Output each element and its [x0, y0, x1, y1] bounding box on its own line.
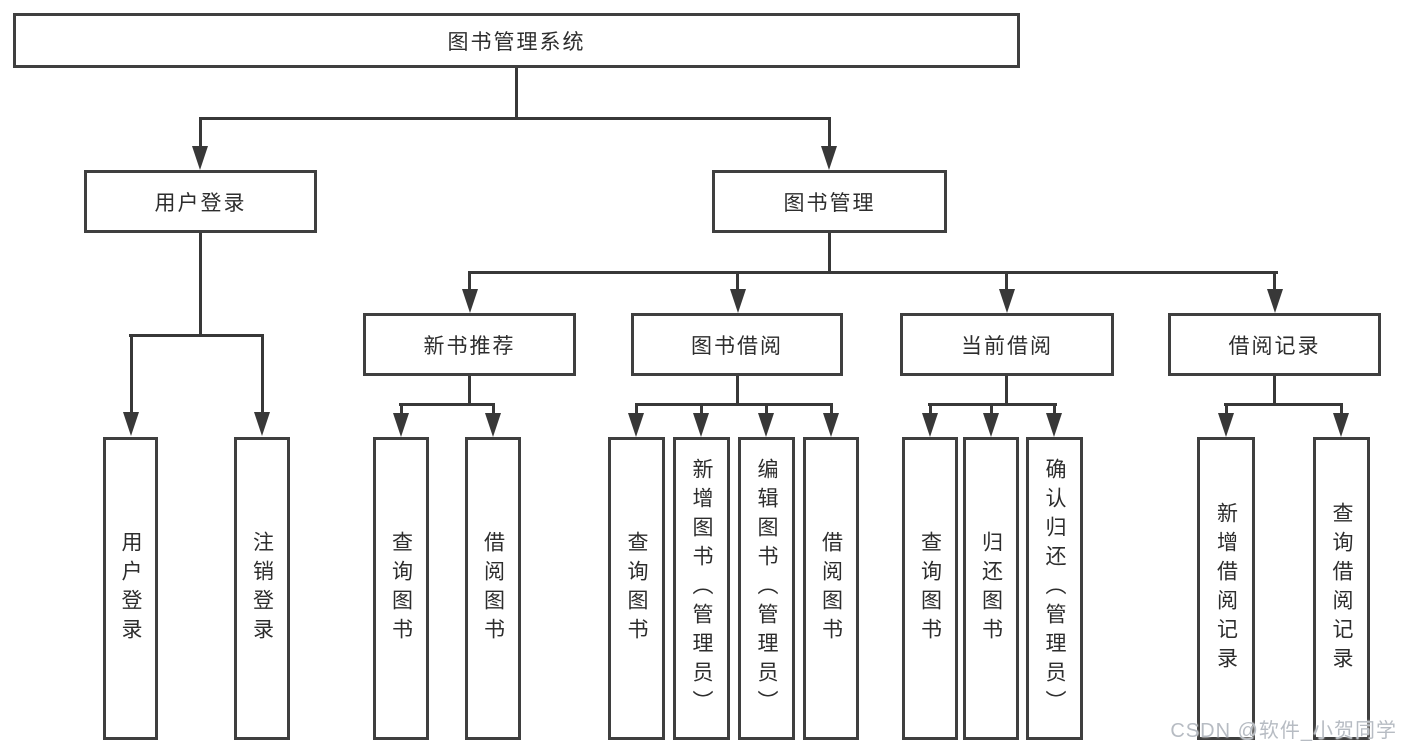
watermark-text: CSDN @软件_小贺同学	[1170, 720, 1397, 742]
connector-line	[1273, 271, 1276, 291]
leaf-query-books-current: 查询图书	[902, 437, 958, 740]
arrow-down-icon	[730, 289, 746, 313]
leaf-label: 确认归还（管理员）	[1043, 458, 1066, 719]
arrow-down-icon	[1267, 289, 1283, 313]
connector-line	[765, 403, 768, 415]
arrow-down-icon	[628, 413, 644, 437]
leaf-add-borrow-record: 新增借阅记录	[1197, 437, 1255, 740]
node-user-login: 用户登录	[84, 170, 317, 233]
connector-line	[1005, 376, 1008, 405]
node-new-book-recommend: 新书推荐	[363, 313, 576, 376]
connector-line	[399, 403, 495, 406]
node-borrow-records: 借阅记录	[1168, 313, 1381, 376]
leaf-query-borrow-record: 查询借阅记录	[1313, 437, 1370, 740]
connector-line	[830, 403, 833, 415]
node-current-borrowing: 当前借阅	[900, 313, 1114, 376]
connector-line	[700, 403, 703, 415]
connector-line	[261, 334, 264, 414]
connector-line	[199, 233, 202, 336]
node-library-management-system: 图书管理系统	[13, 13, 1020, 68]
leaf-label: 借阅图书	[819, 530, 843, 647]
leaf-label: 编辑图书（管理员）	[755, 458, 778, 719]
node-label: 用户登录	[154, 191, 247, 215]
connector-line	[1273, 376, 1276, 405]
leaf-return-books: 归还图书	[963, 437, 1019, 740]
arrow-down-icon	[693, 413, 709, 437]
leaf-query-books-borrow: 查询图书	[608, 437, 665, 740]
leaf-borrow-books-recommend: 借阅图书	[465, 437, 521, 740]
arrow-down-icon	[254, 412, 270, 436]
leaf-borrow-books: 借阅图书	[803, 437, 859, 740]
leaf-logout: 注销登录	[234, 437, 290, 740]
connector-line	[1005, 271, 1008, 291]
connector-line	[736, 271, 739, 291]
connector-line	[492, 403, 495, 415]
arrow-down-icon	[983, 413, 999, 437]
node-label: 图书管理系统	[447, 30, 586, 54]
arrow-down-icon	[922, 413, 938, 437]
connector-line	[199, 117, 831, 120]
node-book-borrowing: 图书借阅	[631, 313, 843, 376]
arrow-down-icon	[1333, 413, 1349, 437]
arrow-down-icon	[192, 146, 208, 170]
arrow-down-icon	[823, 413, 839, 437]
arrow-down-icon	[485, 413, 501, 437]
arrow-down-icon	[123, 412, 139, 436]
connector-line	[515, 68, 518, 120]
arrow-down-icon	[462, 289, 478, 313]
leaf-label: 用户登录	[119, 530, 142, 647]
connector-line	[1340, 403, 1343, 415]
connector-line	[1053, 403, 1056, 415]
connector-line	[635, 403, 638, 415]
leaf-label: 新增图书（管理员）	[690, 458, 713, 719]
connector-line	[828, 233, 831, 273]
node-label: 图书管理	[783, 191, 876, 215]
arrow-down-icon	[393, 413, 409, 437]
connector-line	[736, 376, 739, 405]
node-book-management: 图书管理	[712, 170, 947, 233]
leaf-label: 借阅图书	[481, 530, 505, 647]
connector-line	[1225, 403, 1228, 415]
leaf-confirm-return-admin: 确认归还（管理员）	[1026, 437, 1083, 740]
connector-line	[635, 403, 833, 406]
leaf-label: 查询图书	[625, 530, 648, 647]
connector-line	[129, 334, 264, 337]
arrow-down-icon	[758, 413, 774, 437]
connector-line	[130, 334, 133, 414]
leaf-label: 注销登录	[250, 530, 274, 647]
connector-line	[929, 403, 932, 415]
leaf-label: 新增借阅记录	[1214, 501, 1238, 676]
node-label: 借阅记录	[1228, 334, 1321, 358]
arrow-down-icon	[1046, 413, 1062, 437]
leaf-user-login: 用户登录	[103, 437, 158, 740]
connector-line	[468, 271, 471, 291]
leaf-add-books-admin: 新增图书（管理员）	[673, 437, 730, 740]
arrow-down-icon	[821, 146, 837, 170]
leaf-label: 查询图书	[918, 530, 942, 647]
leaf-label: 归还图书	[979, 530, 1003, 647]
connector-line	[990, 403, 993, 415]
node-label: 新书推荐	[423, 334, 516, 358]
connector-line	[468, 271, 1278, 274]
node-label: 图书借阅	[691, 334, 783, 358]
connector-line	[400, 403, 403, 415]
node-label: 当前借阅	[961, 334, 1053, 358]
leaf-query-books-recommend: 查询图书	[373, 437, 429, 740]
connector-line	[468, 376, 471, 405]
leaf-label: 查询图书	[389, 530, 413, 647]
leaf-edit-books-admin: 编辑图书（管理员）	[738, 437, 795, 740]
connector-line	[199, 117, 202, 148]
arrow-down-icon	[1218, 413, 1234, 437]
connector-line	[828, 117, 831, 148]
arrow-down-icon	[999, 289, 1015, 313]
leaf-label: 查询借阅记录	[1330, 501, 1353, 676]
connector-line	[1224, 403, 1343, 406]
